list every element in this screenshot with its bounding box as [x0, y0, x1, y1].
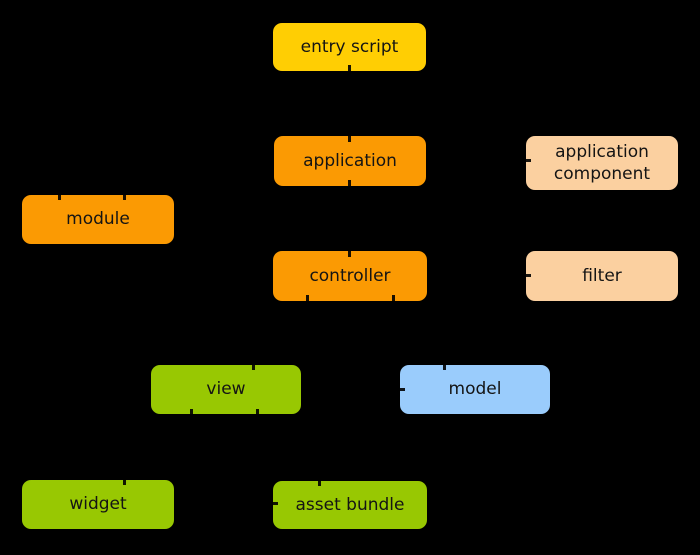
connector-arrow-remnant — [443, 365, 446, 370]
node-label-module: module — [66, 209, 130, 230]
connector-arrow-remnant — [526, 159, 531, 162]
node-label-widget: widget — [69, 494, 127, 515]
connector-arrow-remnant — [348, 180, 351, 186]
connector-arrow-remnant — [252, 365, 255, 370]
connector-arrow-remnant — [58, 195, 61, 200]
connector-arrow-remnant — [526, 274, 531, 277]
connector-arrow-remnant — [256, 409, 259, 414]
connector-arrow-remnant — [190, 409, 193, 414]
connector-arrow-remnant — [306, 295, 309, 301]
node-controller: controller — [273, 251, 427, 301]
node-label-view: view — [206, 379, 246, 400]
connector-arrow-remnant — [348, 251, 351, 257]
node-application-component: application component — [526, 136, 678, 190]
node-module: module — [22, 195, 174, 244]
node-label-model: model — [448, 379, 502, 400]
node-entry-script: entry script — [273, 23, 426, 71]
node-filter: filter — [526, 251, 678, 301]
node-widget: widget — [22, 480, 174, 529]
node-label-entry-script: entry script — [300, 36, 399, 57]
connector-arrow-remnant — [348, 65, 351, 71]
node-label-controller: controller — [309, 265, 391, 286]
connector-arrow-remnant — [123, 480, 126, 485]
connector-arrow-remnant — [273, 502, 278, 505]
node-model: model — [400, 365, 550, 414]
node-label-application-component: application component — [553, 141, 651, 184]
node-application: application — [274, 136, 426, 186]
connector-arrow-remnant — [400, 388, 405, 391]
connector-arrow-remnant — [392, 295, 395, 301]
node-label-asset-bundle: asset bundle — [295, 494, 405, 515]
connector-arrow-remnant — [123, 195, 126, 200]
node-label-filter: filter — [582, 265, 622, 286]
node-label-application: application — [303, 150, 397, 171]
node-view: view — [151, 365, 301, 414]
connector-arrow-remnant — [348, 136, 351, 142]
connector-arrow-remnant — [318, 481, 321, 486]
node-asset-bundle: asset bundle — [273, 481, 427, 529]
